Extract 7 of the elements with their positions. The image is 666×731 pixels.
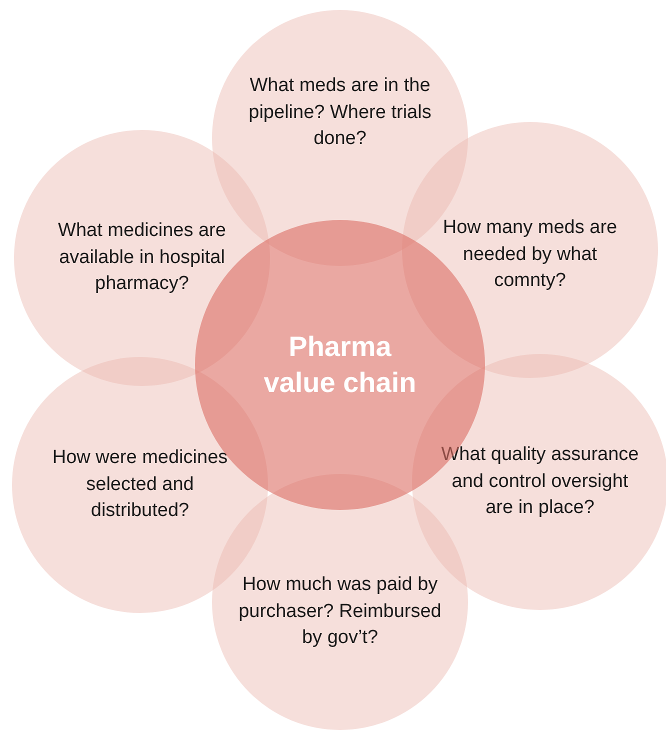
question-text: How much was paid by purchaser? Reimbursed by gov’t? (238, 573, 442, 650)
question-text: What medicines are available in hospital pharmacy? (57, 219, 227, 296)
question-text: What meds are in the pipeline? Where trials done? (248, 74, 432, 152)
question-text: What quality assurance and control oversight are in place? (440, 443, 640, 520)
question-text: How many meds are needed by what comnty? (442, 216, 618, 294)
question-text: How were medicines selected and distributed? (51, 446, 229, 524)
center-title: Pharma value chain (262, 330, 418, 400)
